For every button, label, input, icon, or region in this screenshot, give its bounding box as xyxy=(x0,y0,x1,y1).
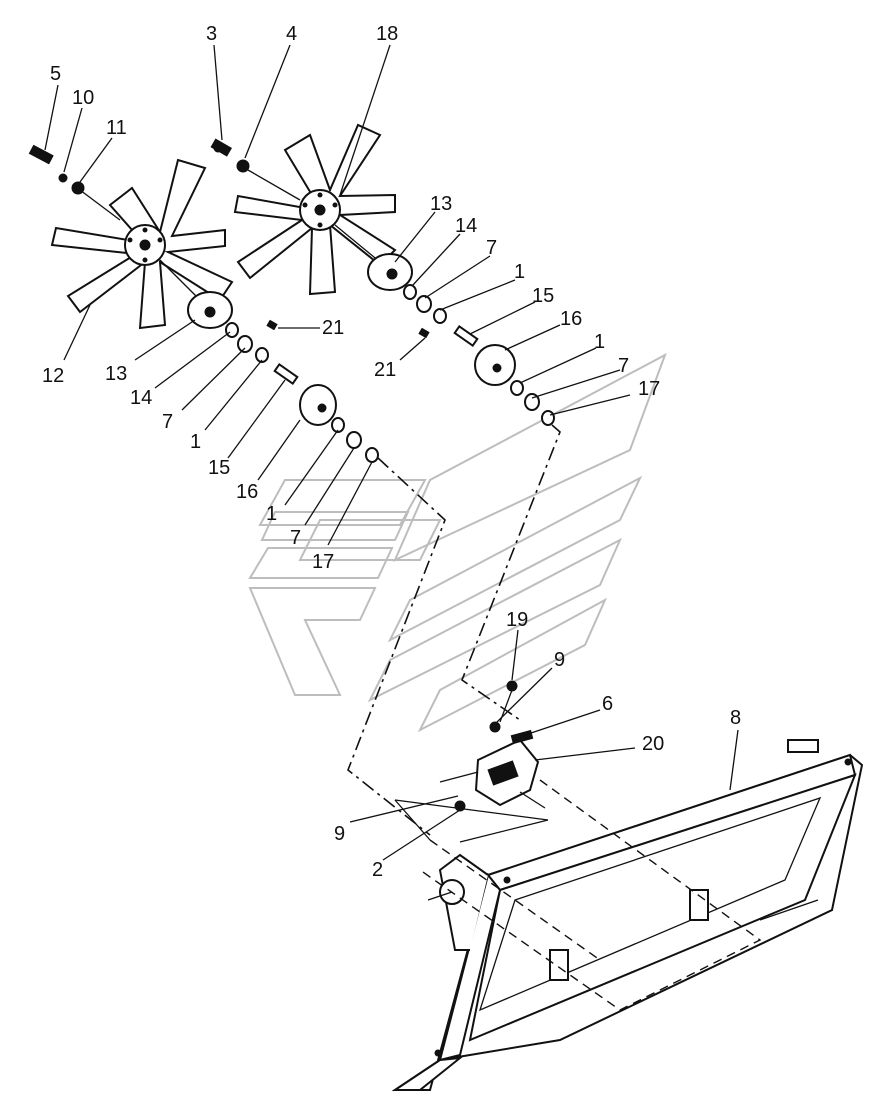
callout-21: 21 xyxy=(322,317,344,339)
callout-labels: 5 10 11 3 4 18 13 14 7 1 15 16 21 21 1 7… xyxy=(42,23,741,881)
right-shaft-assembly xyxy=(210,138,555,426)
callout-13: 13 xyxy=(105,363,127,385)
gearbox-assembly xyxy=(394,680,549,843)
callout-9: 9 xyxy=(554,649,565,671)
callout-7: 7 xyxy=(486,237,497,259)
callout-6: 6 xyxy=(602,693,613,715)
callout-13: 13 xyxy=(430,193,452,215)
callout-7: 7 xyxy=(290,527,301,549)
callout-12: 12 xyxy=(42,365,64,387)
callout-3: 3 xyxy=(206,23,217,45)
leader-lines xyxy=(44,44,739,861)
callout-7: 7 xyxy=(618,355,629,377)
frame xyxy=(391,739,864,1091)
callout-9: 9 xyxy=(334,823,345,845)
callout-19: 19 xyxy=(506,609,528,631)
callout-14: 14 xyxy=(455,215,477,237)
callout-17: 17 xyxy=(312,551,334,573)
callout-16: 16 xyxy=(560,308,582,330)
callout-8: 8 xyxy=(730,707,741,729)
callout-7: 7 xyxy=(162,411,173,433)
watermark-logo xyxy=(248,352,667,733)
belt-paths xyxy=(347,424,561,836)
callout-17: 17 xyxy=(638,378,660,400)
left-shaft-assembly xyxy=(28,144,379,463)
callout-10: 10 xyxy=(72,87,94,109)
assembly-lines xyxy=(419,779,762,1011)
callout-11: 11 xyxy=(106,117,127,139)
callout-21: 21 xyxy=(374,359,396,381)
callout-14: 14 xyxy=(130,387,152,409)
callout-15: 15 xyxy=(208,457,230,479)
callout-1: 1 xyxy=(266,503,277,525)
callout-1: 1 xyxy=(514,261,525,283)
callout-18: 18 xyxy=(376,23,398,45)
callout-5: 5 xyxy=(50,63,61,85)
callout-1: 1 xyxy=(190,431,201,453)
callout-2: 2 xyxy=(372,859,383,881)
callout-20: 20 xyxy=(642,733,664,755)
callout-1: 1 xyxy=(594,331,605,353)
callout-15: 15 xyxy=(532,285,554,307)
callout-16: 16 xyxy=(236,481,258,503)
callout-4: 4 xyxy=(286,23,297,45)
left-fan-blade xyxy=(50,158,234,330)
